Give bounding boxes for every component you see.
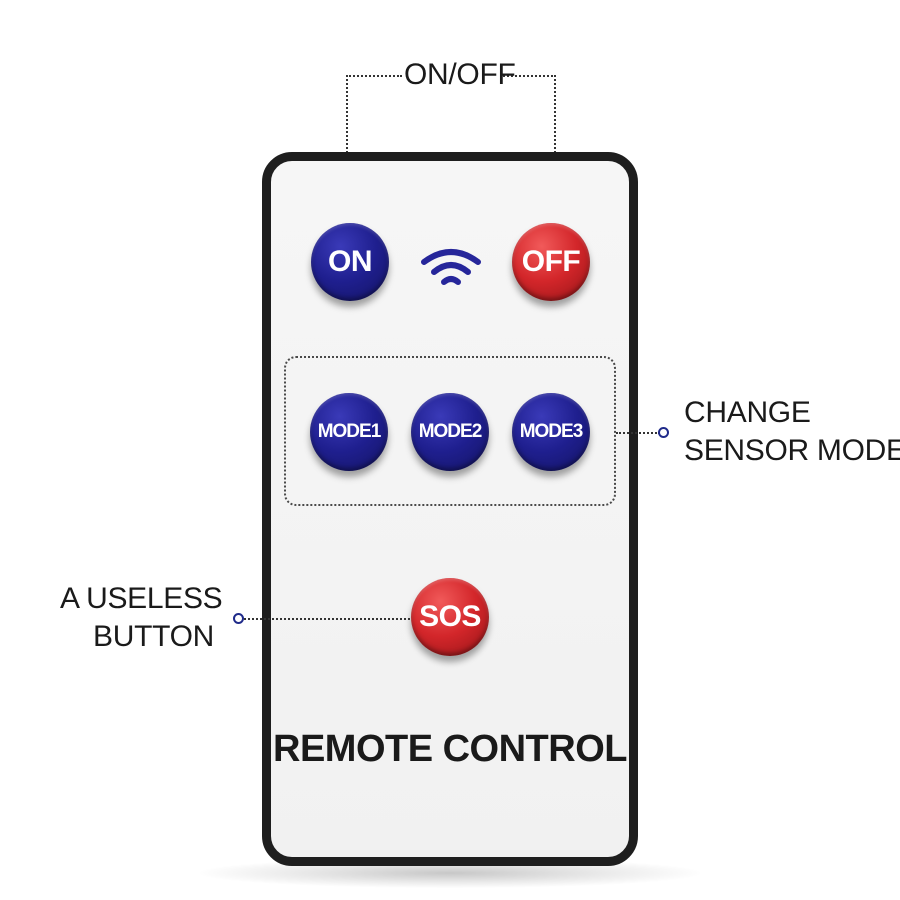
- on-off-connector-left-horizontal: [346, 75, 402, 77]
- remote-title: REMOTE CONTROL: [262, 728, 638, 771]
- mode3-button[interactable]: MODE3: [512, 393, 590, 471]
- mode1-button-label: MODE1: [318, 421, 381, 443]
- mode1-button[interactable]: MODE1: [310, 393, 388, 471]
- sos-button-label: SOS: [419, 600, 481, 634]
- useless-connector-line: [244, 618, 410, 620]
- mode3-button-label: MODE3: [520, 421, 583, 443]
- mode-callout-line-2: SENSOR MODE: [684, 432, 900, 470]
- on-button[interactable]: ON: [311, 223, 389, 301]
- mode2-button[interactable]: MODE2: [411, 393, 489, 471]
- off-button-label: OFF: [522, 245, 581, 279]
- on-button-label: ON: [328, 245, 372, 279]
- mode-connector-line: [616, 432, 660, 434]
- wifi-icon: [418, 242, 484, 292]
- sos-button[interactable]: SOS: [411, 578, 489, 656]
- useless-callout-label: A USELESS BUTTON: [60, 580, 214, 656]
- off-button[interactable]: OFF: [512, 223, 590, 301]
- mode-connector-dot: [658, 427, 669, 438]
- mode2-button-label: MODE2: [419, 421, 482, 443]
- useless-connector-dot: [233, 613, 244, 624]
- useless-callout-line-2: BUTTON: [60, 618, 214, 656]
- mode-callout-label: CHANGE SENSOR MODE: [684, 394, 900, 470]
- useless-callout-line-1: A USELESS: [60, 580, 214, 618]
- on-off-callout-label: ON/OFF: [404, 56, 498, 94]
- mode-callout-line-1: CHANGE: [684, 394, 900, 432]
